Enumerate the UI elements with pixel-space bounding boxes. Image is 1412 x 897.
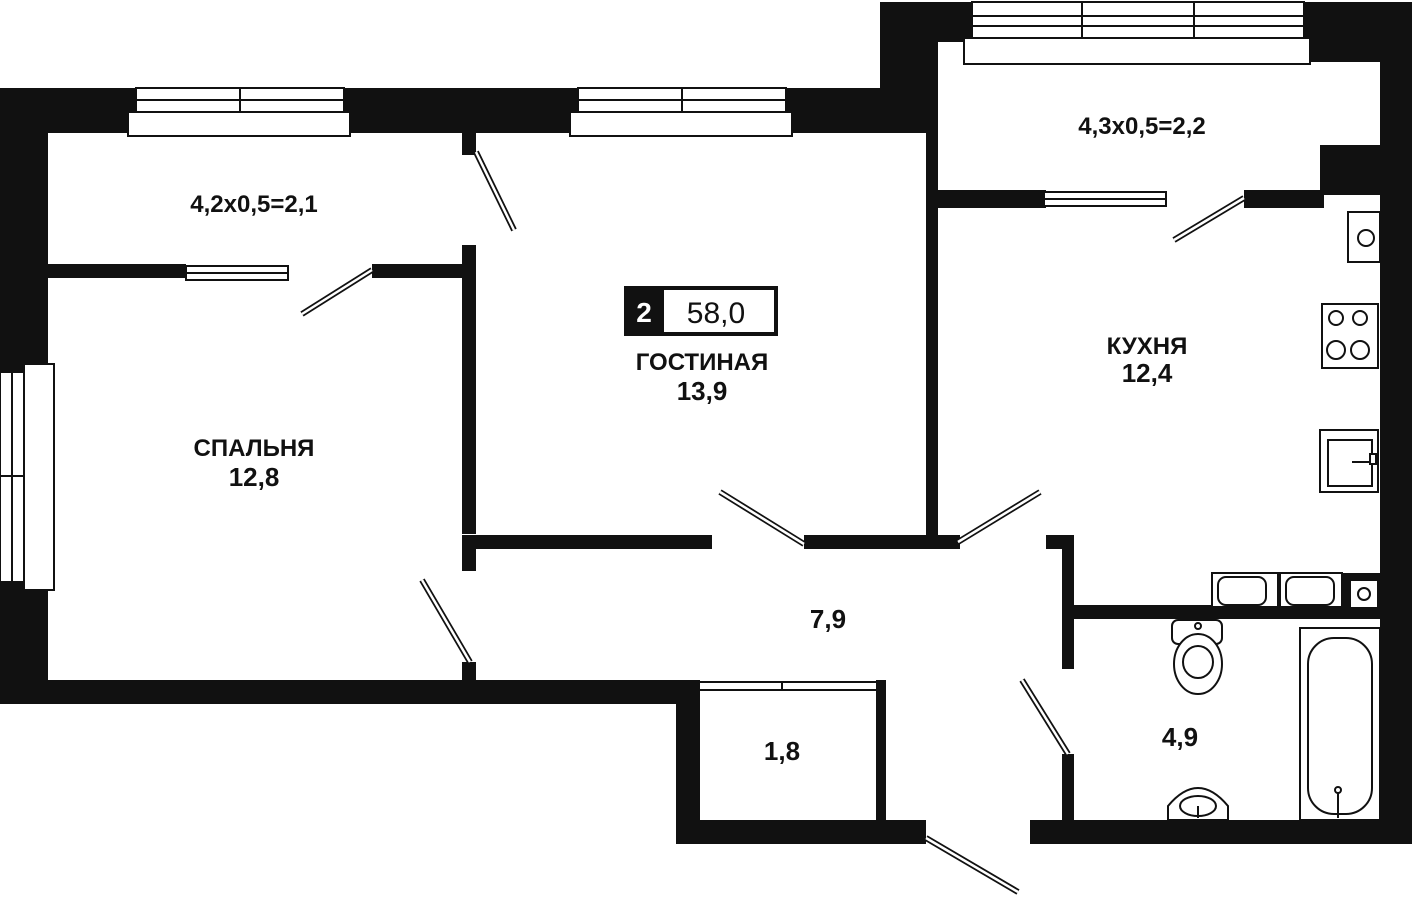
- sink-icon: [1319, 429, 1379, 493]
- bathroom-area: 4,9: [1162, 722, 1198, 752]
- bathroom-fixtures: [1167, 619, 1381, 821]
- balcony-left-area: 4,2x0,5=2,1: [190, 191, 317, 218]
- storage-area: 1,8: [764, 736, 800, 766]
- apartment-badge: 2 58,0: [624, 286, 778, 336]
- doors: [300, 150, 1246, 895]
- total-area: 58,0: [687, 297, 745, 330]
- living-room-area: 13,9: [677, 376, 728, 406]
- stove-icon: [1321, 303, 1379, 369]
- rooms-count: 2: [636, 297, 652, 328]
- living-room-name: ГОСТИНАЯ: [636, 349, 769, 376]
- balcony-right-area: 4,3x0,5=2,2: [1078, 113, 1205, 140]
- washbasin-icon: [1167, 787, 1229, 821]
- kitchen-fixtures: [1211, 211, 1381, 609]
- hall-area: 7,9: [810, 604, 846, 634]
- bathtub-icon: [1299, 627, 1381, 821]
- kitchen-name: КУХНЯ: [1107, 333, 1188, 360]
- washer-icon: [1211, 572, 1343, 608]
- fridge-icon: [1347, 211, 1381, 263]
- room-labels: 4,2x0,5=2,1 4,3x0,5=2,2 ГОСТИНАЯ 13,9 СП…: [190, 113, 1205, 766]
- internal-walls: [48, 133, 1380, 834]
- boiler-icon: [1349, 579, 1379, 609]
- bedroom-name: СПАЛЬНЯ: [194, 435, 315, 462]
- kitchen-area: 12,4: [1122, 358, 1173, 388]
- bedroom-area: 12,8: [229, 462, 280, 492]
- windows: [0, 1, 1311, 691]
- toilet-icon: [1171, 619, 1223, 695]
- door-leaf-inner: [301, 151, 1245, 894]
- outer-walls: [0, 2, 1412, 844]
